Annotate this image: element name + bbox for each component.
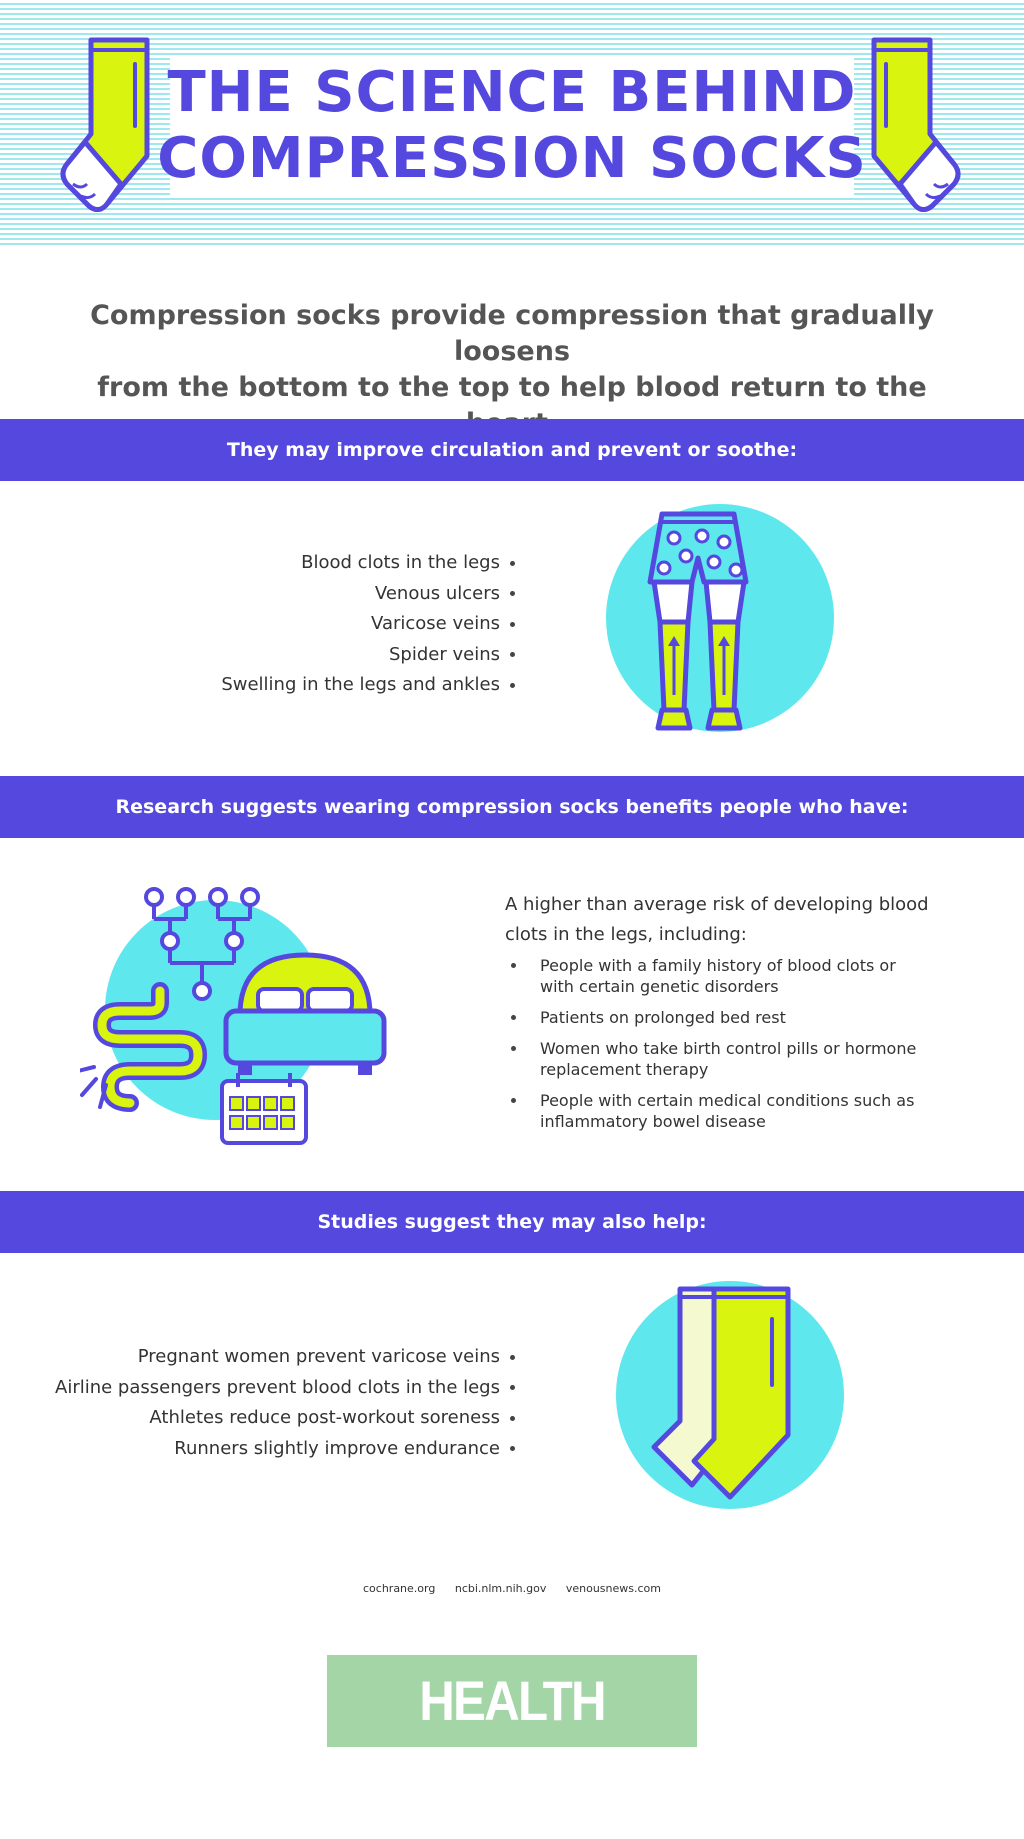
sources: cochrane.org ncbi.nlm.nih.gov venousnews… bbox=[0, 1582, 1024, 1595]
section-banner-research: Research suggests wearing compression so… bbox=[0, 776, 1024, 838]
source-link: venousnews.com bbox=[565, 1582, 661, 1595]
health-perch-logo: HEALTH PERCH bbox=[327, 1655, 697, 1824]
list-item: People with a family history of blood cl… bbox=[505, 955, 945, 997]
list-item: Athletes reduce post-workout soreness bbox=[0, 1403, 515, 1434]
list-item: Blood clots in the legs bbox=[35, 548, 515, 579]
legs-with-compression-socks-icon bbox=[606, 504, 834, 732]
risk-groups-list: People with a family history of blood cl… bbox=[505, 955, 945, 1142]
conditions-list: Blood clots in the legs Venous ulcers Va… bbox=[35, 548, 515, 701]
header: THE SCIENCE BEHIND COMPRESSION SOCKS bbox=[0, 0, 1024, 245]
pair-of-socks-icon bbox=[616, 1281, 844, 1509]
title-background bbox=[170, 58, 854, 198]
section-banner-studies: Studies suggest they may also help: bbox=[0, 1191, 1024, 1253]
title-line-1: THE SCIENCE BEHIND bbox=[167, 60, 857, 125]
list-item: People with certain medical conditions s… bbox=[505, 1090, 945, 1132]
list-item: Patients on prolonged bed rest bbox=[505, 1007, 945, 1028]
logo-text: HEALTH PERCH bbox=[419, 1669, 606, 1824]
list-item: Spider veins bbox=[35, 640, 515, 671]
risk-factors-illustration-icon bbox=[80, 887, 387, 1145]
source-link: cochrane.org bbox=[363, 1582, 436, 1595]
list-item: Pregnant women prevent varicose veins bbox=[0, 1342, 515, 1373]
section-banner-circulation: They may improve circulation and prevent… bbox=[0, 419, 1024, 481]
studies-list: Pregnant women prevent varicose veins Ai… bbox=[0, 1342, 515, 1464]
list-item: Runners slightly improve endurance bbox=[0, 1434, 515, 1465]
list-item: Venous ulcers bbox=[35, 579, 515, 610]
intro-line-1: Compression socks provide compression th… bbox=[90, 300, 934, 367]
list-item: Women who take birth control pills or ho… bbox=[505, 1038, 945, 1080]
risk-intro-text: A higher than average risk of developing… bbox=[505, 894, 929, 945]
sock-icon bbox=[60, 37, 150, 212]
page-title: THE SCIENCE BEHIND COMPRESSION SOCKS bbox=[150, 60, 874, 192]
source-link: ncbi.nlm.nih.gov bbox=[454, 1582, 547, 1595]
title-line-2: COMPRESSION SOCKS bbox=[157, 126, 867, 191]
list-item: Varicose veins bbox=[35, 609, 515, 640]
list-item: Airline passengers prevent blood clots i… bbox=[0, 1373, 515, 1404]
sock-icon bbox=[871, 37, 961, 212]
list-item: Swelling in the legs and ankles bbox=[35, 670, 515, 701]
